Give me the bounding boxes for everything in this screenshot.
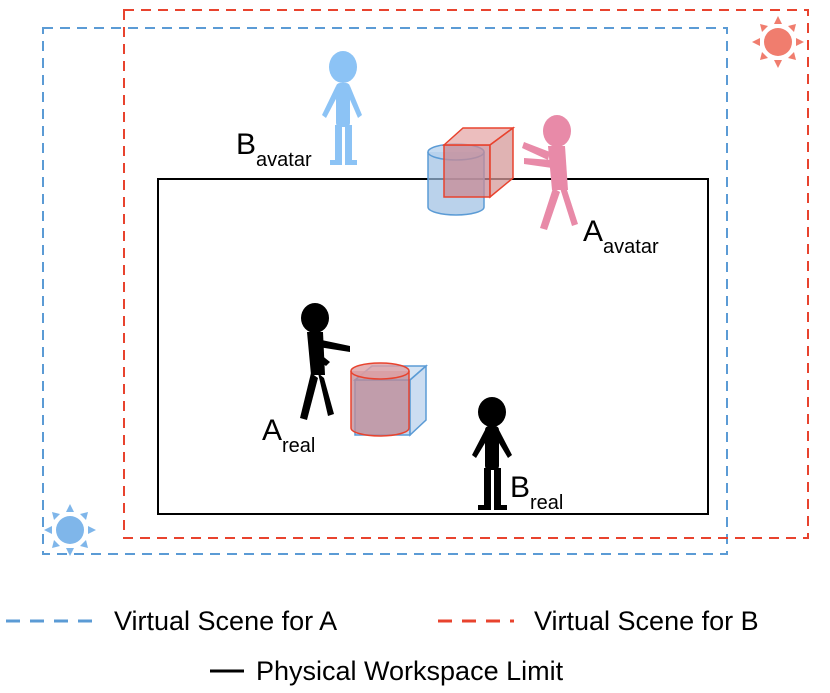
physical-workspace-boundary (157, 178, 709, 515)
person-icon-b-avatar (322, 51, 362, 165)
legend-label-workspace: Physical Workspace Limit (256, 656, 564, 686)
label-b-real: Breal (510, 471, 563, 514)
label-a-real: Areal (262, 414, 315, 457)
cylinder-icon-bottom (350, 362, 410, 437)
legend-label-scene-b: Virtual Scene for B (534, 606, 759, 636)
legend-label-scene-a: Virtual Scene for A (114, 606, 337, 636)
person-icon-b-real (472, 397, 512, 510)
sun-icon-red (752, 16, 804, 68)
person-icon-a-real (300, 303, 350, 420)
legend: Virtual Scene for A Virtual Scene for B … (6, 606, 759, 686)
cube-icon-top (442, 126, 516, 199)
person-icon-a-avatar (522, 115, 578, 230)
virtual-scene-b-boundary (123, 9, 809, 539)
virtual-scene-a-boundary (42, 27, 728, 555)
label-a-avatar: Aavatar (583, 215, 659, 258)
sun-icon-blue (44, 504, 96, 556)
label-b-avatar: Bavatar (236, 128, 312, 171)
